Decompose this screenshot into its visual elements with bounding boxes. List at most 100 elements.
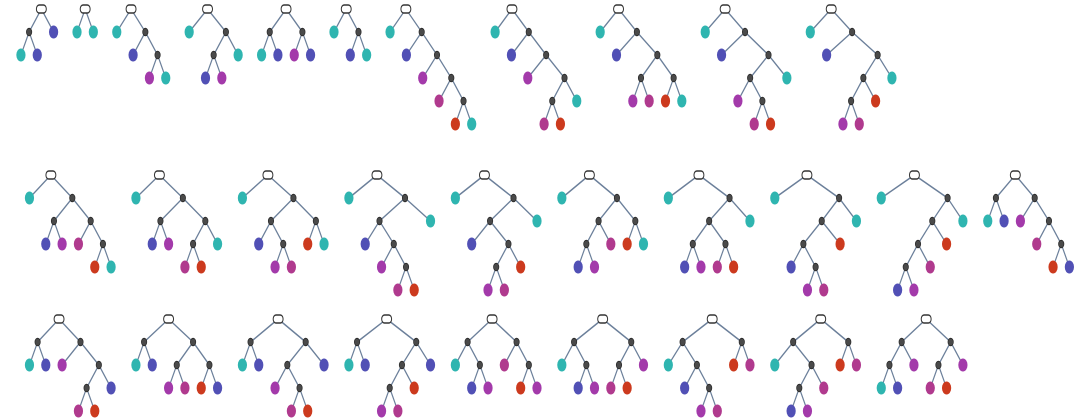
tree-1	[16, 4, 59, 62]
tree-edge	[143, 318, 169, 343]
tree-edge	[721, 31, 746, 56]
tree-edge	[192, 341, 210, 366]
leaf-node-magenta	[712, 404, 722, 418]
internal-node	[284, 360, 291, 370]
leaf-node-purple	[163, 381, 174, 395]
leaf-node-blue	[999, 214, 1009, 228]
leaf-node-blue	[680, 260, 690, 274]
leaf-node-magenta	[180, 381, 190, 395]
leaf-node-purple	[483, 381, 493, 395]
leaf-node-blue	[573, 260, 583, 274]
tree-edge	[348, 174, 378, 199]
leaf-node-teal	[450, 358, 460, 372]
leaf-node-teal	[131, 191, 141, 205]
leaf-node-blue	[786, 260, 796, 274]
tree-edge	[168, 318, 194, 343]
tree-edge	[467, 318, 493, 343]
leaf-node-teal	[677, 94, 687, 108]
leaf-node-teal	[876, 191, 886, 205]
leaf-node-magenta	[644, 94, 654, 108]
tree-edge	[692, 220, 710, 245]
leaf-node-blue	[425, 358, 436, 372]
tree-edge	[682, 341, 698, 366]
tree-edge	[90, 220, 104, 245]
internal-node	[247, 337, 254, 347]
internal-node	[222, 27, 229, 37]
tree-9	[595, 4, 687, 108]
leaf-node-teal	[983, 214, 993, 228]
leaf-node-blue	[401, 48, 412, 62]
tree-edge	[80, 341, 100, 366]
leaf-node-magenta	[854, 117, 864, 131]
leaf-node-teal	[557, 191, 567, 205]
internal-node	[390, 239, 397, 249]
tree-26	[450, 314, 542, 395]
tree-7	[385, 4, 477, 131]
tree-edge	[711, 318, 743, 343]
tree-edge	[516, 341, 530, 366]
tree-18	[663, 170, 755, 274]
internal-node	[141, 337, 148, 347]
root-node	[45, 170, 57, 180]
tree-edge	[573, 318, 603, 343]
leaf-node-teal	[344, 358, 354, 372]
leaf-node-teal	[184, 25, 194, 39]
internal-node	[874, 50, 881, 60]
internal-node	[50, 216, 58, 226]
leaf-node-purple	[696, 260, 706, 274]
leaf-node-purple	[589, 260, 600, 274]
leaf-node-teal	[237, 358, 248, 372]
tree-edge	[792, 341, 812, 366]
leaf-node-teal	[131, 358, 141, 372]
internal-node	[670, 73, 677, 83]
tree-edge	[277, 318, 306, 343]
internal-node	[747, 73, 754, 83]
leaf-node-red	[90, 260, 100, 274]
root-node	[693, 170, 705, 180]
tree-edge	[901, 318, 927, 343]
leaf-node-blue	[360, 237, 370, 251]
leaf-node-magenta	[925, 381, 935, 395]
tree-edge	[589, 174, 618, 199]
leaf-node-purple	[696, 404, 706, 418]
internal-node	[929, 216, 936, 226]
internal-node	[173, 360, 180, 370]
leaf-node-blue	[254, 358, 264, 372]
leaf-node-red	[765, 117, 776, 131]
tree-edge	[749, 54, 769, 79]
internal-node	[722, 239, 729, 249]
tree-edge	[71, 197, 92, 222]
tree-edge	[1048, 220, 1062, 245]
root-node	[153, 170, 165, 180]
internal-node	[398, 360, 406, 370]
internal-node	[266, 27, 273, 37]
leaf-node-magenta	[1032, 237, 1042, 251]
leaf-node-teal	[770, 191, 780, 205]
internal-node	[571, 337, 578, 347]
internal-node	[808, 360, 815, 370]
leaf-node-teal	[344, 191, 354, 205]
leaf-node-magenta	[539, 117, 549, 131]
internal-node	[583, 239, 590, 249]
internal-node	[812, 262, 819, 272]
root-node	[719, 4, 731, 14]
tree-edge	[696, 364, 710, 389]
leaf-node-purple	[270, 381, 280, 395]
leaf-node-magenta	[606, 237, 616, 251]
leaf-node-teal	[490, 25, 500, 39]
leaf-node-red	[660, 94, 671, 108]
root-node	[53, 314, 65, 324]
leaf-node-blue	[506, 48, 517, 62]
internal-node	[448, 73, 455, 83]
leaf-node-blue	[128, 48, 138, 62]
leaf-node-teal	[233, 48, 243, 62]
tree-4	[184, 4, 243, 85]
internal-node	[765, 50, 772, 60]
tree-edge	[862, 54, 879, 79]
leaf-node-blue	[147, 237, 157, 251]
internal-node	[312, 216, 319, 226]
internal-node	[95, 360, 102, 370]
tree-edge	[640, 54, 658, 79]
leaf-node-teal	[958, 214, 968, 228]
tree-edge	[436, 54, 452, 79]
